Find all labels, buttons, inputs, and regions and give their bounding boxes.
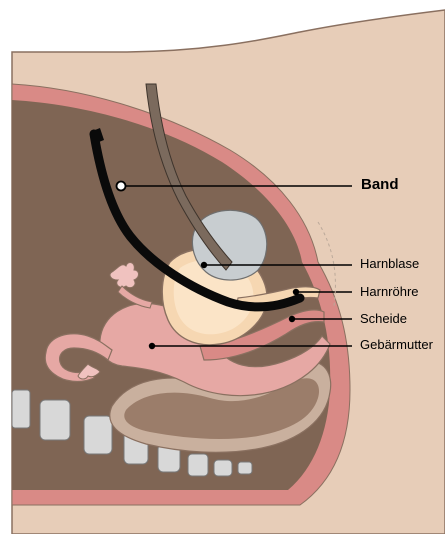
label-band: Band	[361, 176, 399, 193]
gebaermutter-marker	[149, 343, 155, 349]
label-scheide: Scheide	[360, 311, 407, 326]
label-harnroehre: Harnröhre	[360, 284, 419, 299]
harnblase-marker	[201, 262, 207, 268]
band-marker-icon	[117, 182, 126, 191]
scheide-marker	[289, 316, 295, 322]
label-gebaermutter: Gebärmutter	[360, 337, 433, 352]
harnroehre-marker	[293, 289, 299, 295]
pubic-bone	[192, 210, 266, 280]
label-harnblase: Harnblase	[360, 256, 419, 271]
